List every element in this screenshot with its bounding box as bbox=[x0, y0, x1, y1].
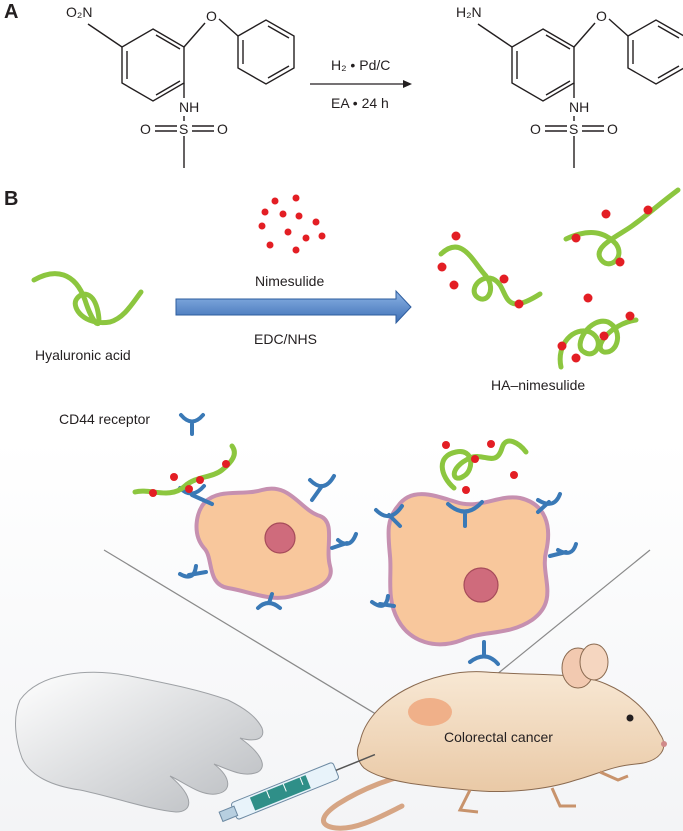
nh-label: NH bbox=[569, 99, 589, 115]
reagent-bottom-label: EA • 24 h bbox=[331, 95, 389, 111]
ether-oxygen-label: O bbox=[596, 8, 607, 24]
colorectal-cancer-label: Colorectal cancer bbox=[444, 729, 553, 745]
panel-a-label: A bbox=[4, 1, 18, 23]
sulfonyl-oxygen-left-label: O bbox=[530, 121, 541, 137]
edc-nhs-label: EDC/NHS bbox=[254, 331, 317, 347]
sulfonyl-oxygen-left-label: O bbox=[140, 121, 151, 137]
zoom-line-left bbox=[103, 549, 400, 729]
gloved-hand bbox=[15, 671, 264, 813]
nh-label: NH bbox=[179, 99, 199, 115]
amine-group-label: H₂N bbox=[456, 4, 482, 20]
tumor-site bbox=[408, 698, 452, 726]
reagent-top-label: H₂ • Pd/C bbox=[331, 57, 390, 73]
panel-b-label: B bbox=[4, 188, 18, 210]
conjugation-arrow bbox=[175, 289, 412, 325]
hyaluronic-acid-label: Hyaluronic acid bbox=[35, 347, 131, 363]
nimesulide-label: Nimesulide bbox=[255, 273, 324, 289]
sulfur-label: S bbox=[569, 121, 578, 137]
bond-lines bbox=[87, 18, 295, 168]
ether-oxygen-label: O bbox=[206, 8, 217, 24]
sulfonyl-oxygen-right-label: O bbox=[607, 121, 618, 137]
sulfonyl-oxygen-right-label: O bbox=[217, 121, 228, 137]
nitro-group-label: O₂N bbox=[66, 4, 92, 20]
mouse-illustration bbox=[321, 643, 667, 831]
nitro-compound-structure: O₂N O NH S O O bbox=[66, 4, 295, 168]
nimesulide-dots bbox=[258, 194, 326, 254]
ha-nimesulide-label: HA–nimesulide bbox=[491, 377, 585, 393]
bond-lines bbox=[477, 18, 683, 168]
reduction-arrow bbox=[310, 80, 412, 88]
cd44-receptor-label: CD44 receptor bbox=[59, 411, 150, 427]
cancer-cell-left bbox=[132, 443, 358, 610]
amine-product-structure: H₂N O NH S O O bbox=[456, 4, 683, 168]
sulfur-label: S bbox=[179, 121, 188, 137]
ha-nimesulide-conjugates bbox=[437, 187, 681, 370]
cancer-cell-right bbox=[370, 438, 578, 666]
cd44-receptor-legend-icon bbox=[179, 413, 205, 436]
hyaluronic-acid-strand bbox=[31, 271, 144, 327]
syringe bbox=[218, 753, 376, 823]
